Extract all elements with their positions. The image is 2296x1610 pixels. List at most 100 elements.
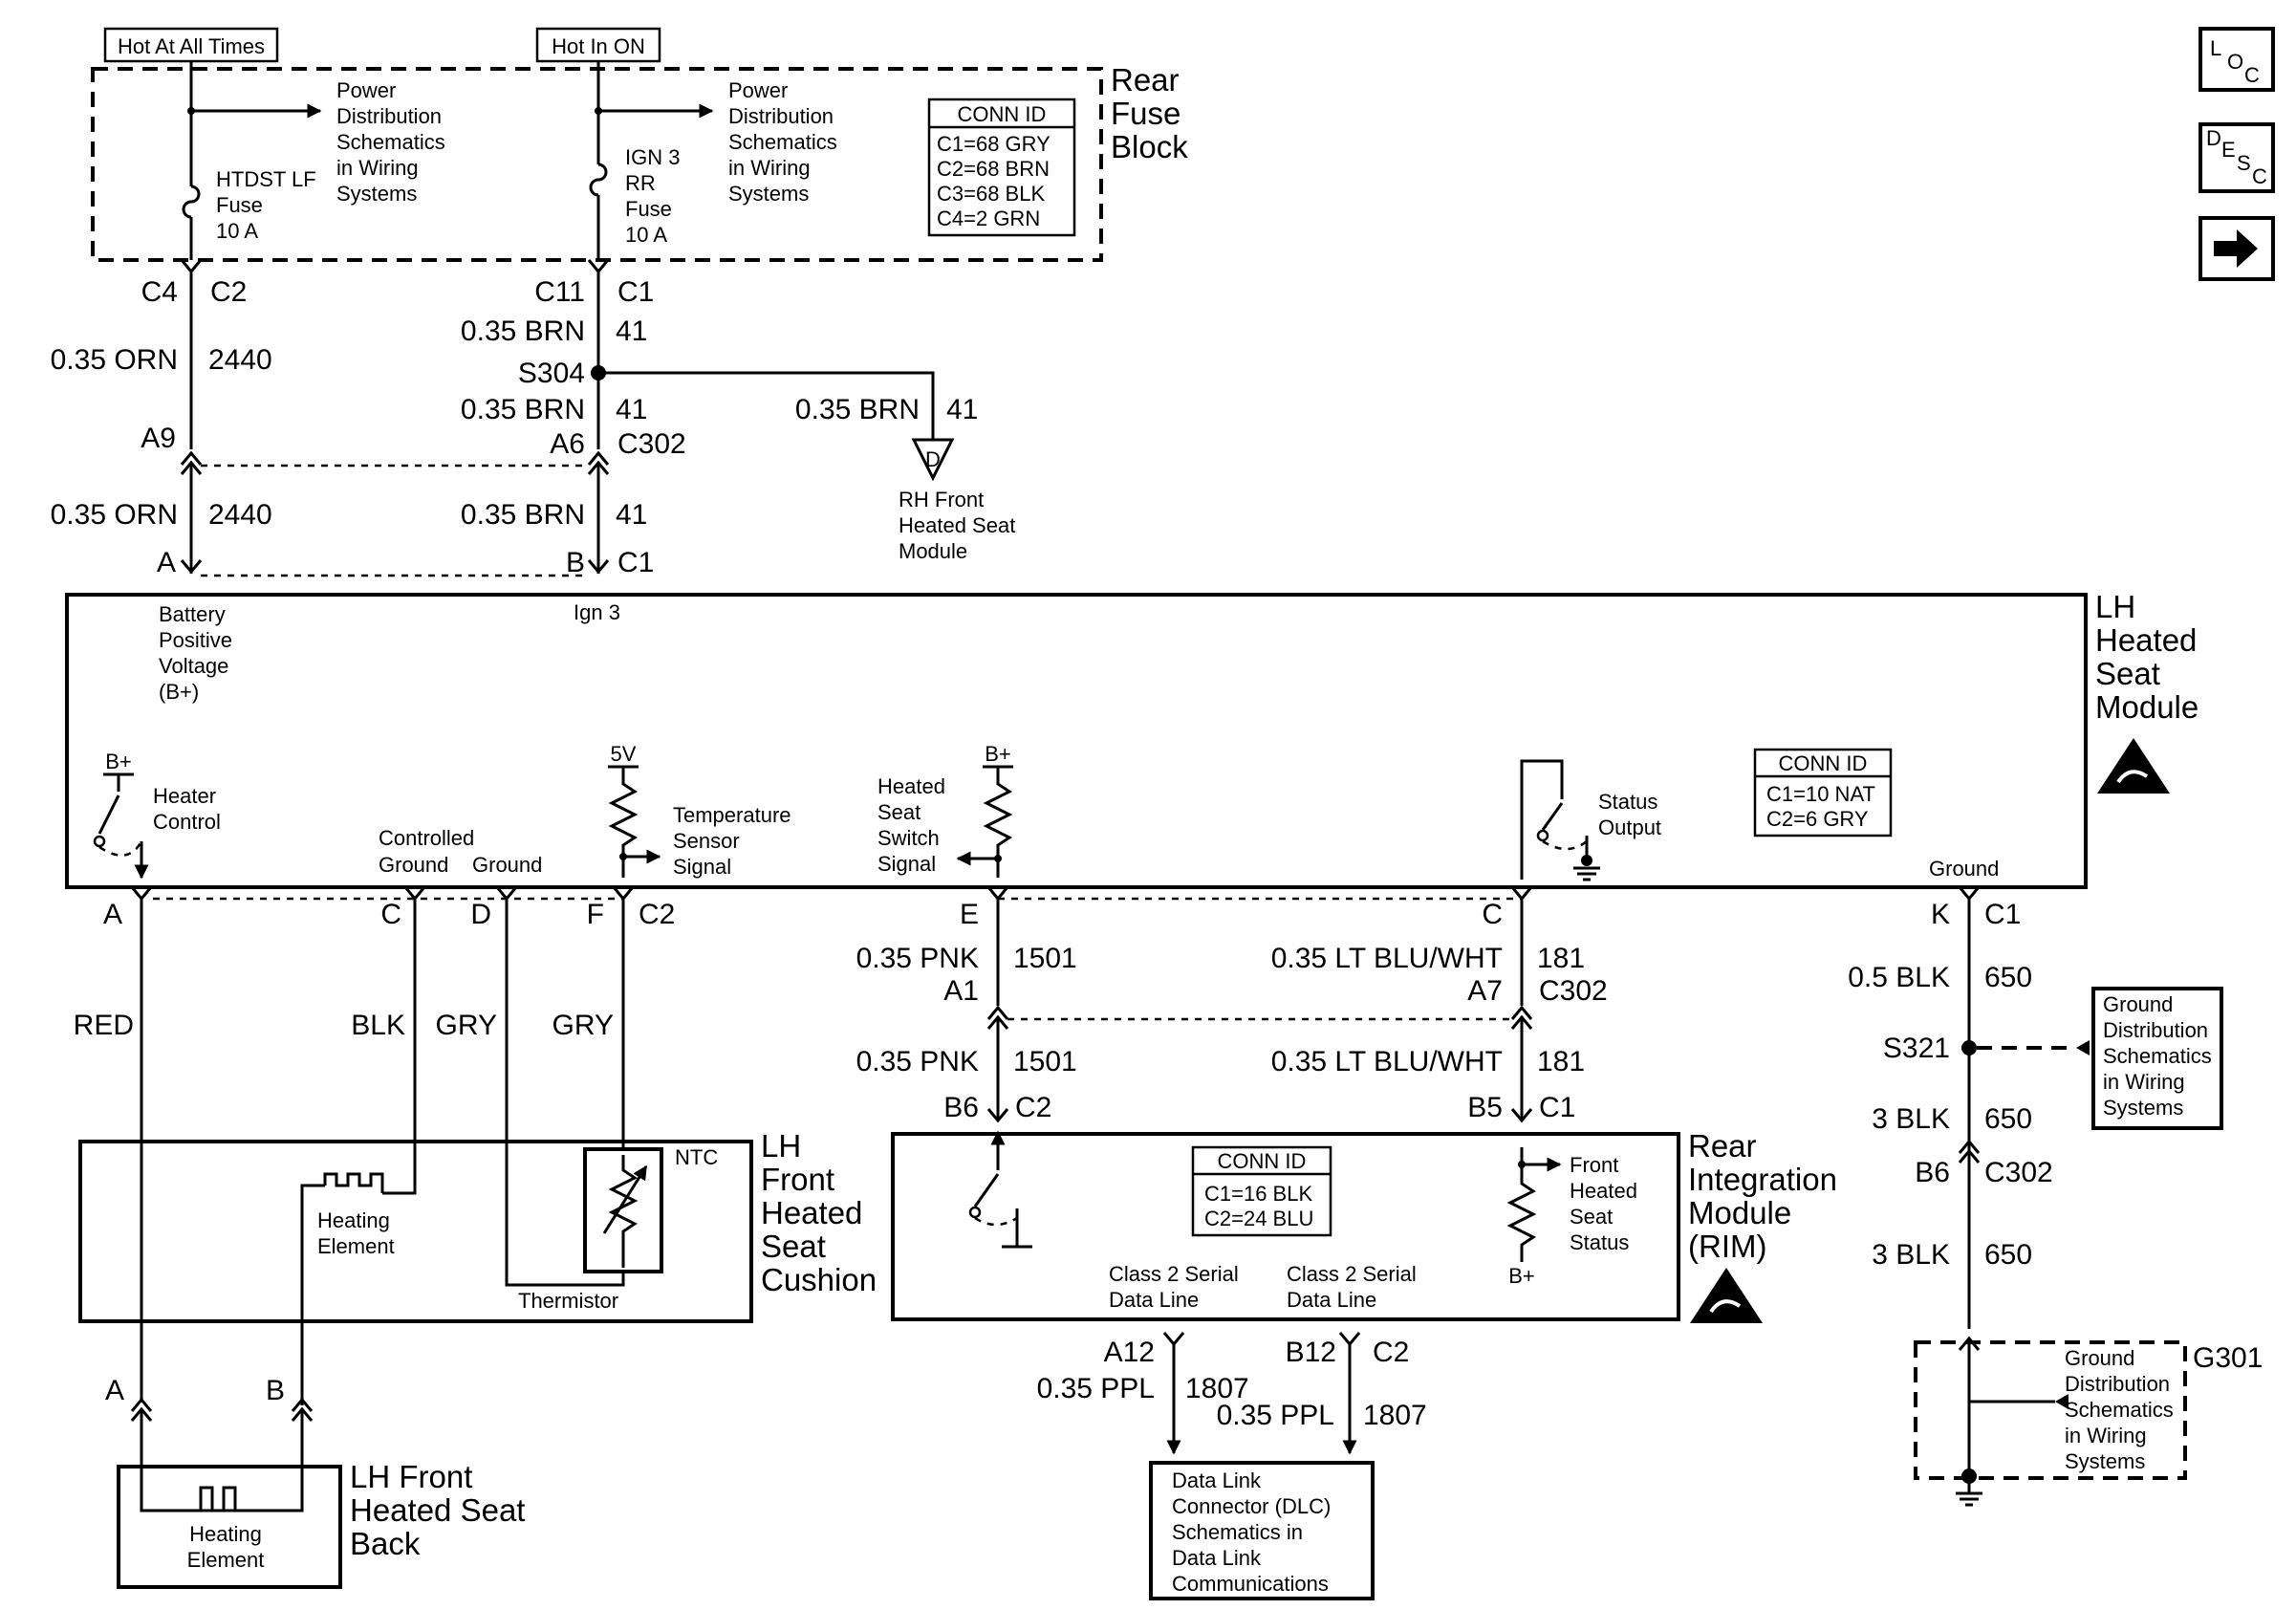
rear-integration-module (891, 1132, 1680, 1321)
svg-text:Ground: Ground (472, 853, 542, 877)
svg-text:RR: RR (625, 171, 656, 195)
svg-text:B+: B+ (1508, 1264, 1535, 1288)
svg-text:C: C (1482, 899, 1503, 930)
rim-status-resistor: B+ Front Heated Seat Status (1506, 1147, 1637, 1288)
svg-text:Status: Status (1570, 1230, 1629, 1254)
svg-text:CONN ID: CONN ID (1779, 751, 1868, 775)
svg-text:Distribution: Distribution (728, 104, 834, 128)
status-output-switch: Status Output (1520, 759, 1661, 881)
htdst-fuse-label: HTDST LF Fuse 10 A (216, 167, 316, 243)
next-page-button[interactable] (2199, 216, 2275, 281)
svg-text:GRY: GRY (436, 1010, 497, 1041)
svg-text:C4: C4 (141, 276, 178, 308)
wire-red (130, 886, 304, 1512)
svg-text:41: 41 (946, 394, 978, 425)
svg-text:F: F (587, 899, 604, 930)
svg-text:C2=68 BRN: C2=68 BRN (937, 157, 1050, 181)
svg-text:0.35 BRN: 0.35 BRN (461, 315, 585, 347)
svg-text:Systems: Systems (2065, 1449, 2145, 1473)
loc-button[interactable]: L O C (2199, 27, 2275, 92)
svg-text:in Wiring: in Wiring (336, 156, 419, 180)
svg-text:Module: Module (2095, 689, 2199, 725)
switch-signal-pullup: B+ Heated Seat Switch Signal (877, 742, 1013, 878)
svg-text:Data Line: Data Line (1287, 1288, 1376, 1312)
splice-s321 (1961, 1040, 1977, 1055)
svg-text:C2=6 GRY: C2=6 GRY (1766, 807, 1869, 831)
svg-text:10 A: 10 A (216, 219, 258, 243)
svg-text:C: C (2252, 164, 2267, 188)
svg-text:0.35 ORN: 0.35 ORN (51, 499, 178, 531)
ntc-thermistor: NTC Thermistor (518, 1145, 718, 1313)
svg-text:181: 181 (1537, 1046, 1585, 1077)
svg-text:C3=68 BLK: C3=68 BLK (937, 182, 1045, 206)
svg-text:C2: C2 (1015, 1092, 1051, 1123)
svg-text:41: 41 (616, 394, 647, 425)
lh-module-ground-labels: Controlled Ground Ground (379, 826, 542, 877)
svg-text:B+: B+ (985, 742, 1011, 766)
svg-text:0.5 BLK: 0.5 BLK (1848, 962, 1950, 993)
svg-text:C302: C302 (1539, 975, 1608, 1007)
svg-text:C1: C1 (1984, 899, 2021, 930)
c302-ground-connector (1958, 1139, 1981, 1164)
wire-blk (382, 886, 426, 1195)
back-labels: A B LH Front Heated Seat Back (105, 1375, 525, 1561)
wire-1807-a (1162, 1332, 1185, 1455)
rim-conn-id: CONN ID C1=16 BLK C2=24 BLU (1191, 1145, 1332, 1237)
svg-text:Positive: Positive (159, 628, 232, 652)
svg-text:Schematics in: Schematics in (1172, 1520, 1303, 1544)
svg-text:0.35 BRN: 0.35 BRN (795, 394, 920, 425)
svg-text:CONN ID: CONN ID (1218, 1149, 1307, 1173)
svg-text:2440: 2440 (208, 499, 272, 531)
svg-text:Battery: Battery (159, 602, 226, 626)
svg-text:Fuse: Fuse (216, 193, 263, 217)
svg-text:5V: 5V (611, 742, 637, 766)
svg-text:Heater: Heater (153, 784, 216, 808)
hot-at-all-times-text: Hot At All Times (118, 34, 265, 58)
svg-text:RH Front: RH Front (899, 488, 984, 511)
rear-fuse-block-title: Rear Fuse Block (1111, 62, 1188, 164)
svg-text:Heated Seat: Heated Seat (899, 513, 1015, 537)
svg-text:Front: Front (761, 1162, 834, 1197)
power-ref-1: Power Distribution Schematics in Wiring … (336, 78, 445, 206)
svg-text:K: K (1931, 899, 1950, 930)
svg-text:Element: Element (317, 1234, 395, 1258)
svg-text:CONN ID: CONN ID (958, 102, 1047, 126)
g301-ground (1956, 1336, 2069, 1507)
wire-1501 (986, 886, 1009, 1123)
svg-text:L: L (2210, 36, 2221, 60)
svg-text:HTDST LF: HTDST LF (216, 167, 316, 191)
svg-text:C: C (2244, 63, 2260, 87)
svg-text:Voltage: Voltage (159, 654, 228, 678)
cushion-title: LH Front Heated Seat Cushion (761, 1128, 877, 1297)
svg-text:D: D (925, 447, 941, 471)
hot-in-on-text: Hot In ON (552, 34, 645, 58)
svg-text:B5: B5 (1467, 1092, 1503, 1123)
svg-text:41: 41 (616, 315, 647, 347)
svg-text:Ground: Ground (2065, 1346, 2134, 1370)
svg-text:650: 650 (1984, 1103, 2032, 1135)
wire-1807-b (1338, 1332, 1361, 1455)
svg-text:C1: C1 (617, 547, 654, 578)
wire-b-to-back (291, 1397, 314, 1422)
svg-text:0.35 PNK: 0.35 PNK (856, 943, 979, 974)
svg-text:0.35 LT BLU/WHT: 0.35 LT BLU/WHT (1271, 943, 1503, 974)
svg-text:Signal: Signal (877, 852, 936, 876)
svg-text:Seat: Seat (2095, 656, 2160, 691)
svg-text:Systems: Systems (2103, 1096, 2183, 1120)
svg-text:A7: A7 (1467, 975, 1503, 1007)
dlc-wire-labels: A12 B12 C2 0.35 PPL 1807 0.35 PPL 1807 (1037, 1337, 1427, 1431)
wire-gry-ground (495, 886, 625, 1287)
svg-text:in Wiring: in Wiring (2065, 1424, 2147, 1447)
svg-text:C1=16 BLK: C1=16 BLK (1204, 1182, 1312, 1206)
svg-text:Distribution: Distribution (2065, 1372, 2170, 1396)
desc-button[interactable]: D E S C (2199, 122, 2275, 193)
svg-text:Front: Front (1570, 1153, 1618, 1177)
lh-module-ground-2: Ground (1929, 857, 1999, 881)
svg-text:in Wiring: in Wiring (728, 156, 811, 180)
svg-text:BLK: BLK (351, 1010, 405, 1041)
svg-text:41: 41 (616, 499, 647, 531)
svg-text:0.35 LT BLU/WHT: 0.35 LT BLU/WHT (1271, 1046, 1503, 1077)
svg-text:1807: 1807 (1185, 1373, 1249, 1404)
svg-text:Seat: Seat (761, 1229, 826, 1264)
svg-text:Power: Power (336, 78, 396, 102)
